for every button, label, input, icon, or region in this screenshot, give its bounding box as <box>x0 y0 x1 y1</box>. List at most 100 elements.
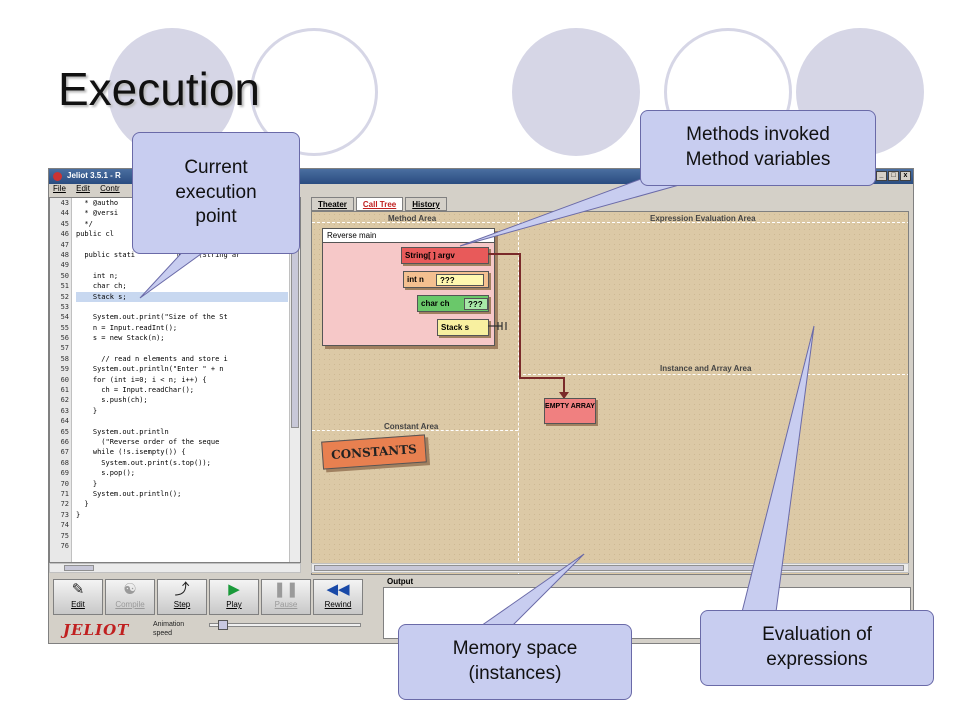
edit-label: Edit <box>71 600 85 609</box>
play-label: Play <box>226 600 242 609</box>
instance-area-label: Instance and Array Area <box>660 364 752 373</box>
minimize-button[interactable]: _ <box>876 171 887 181</box>
decor-circle <box>512 28 640 156</box>
current-code-line: Stack s; <box>76 291 288 302</box>
code-line: System.out.println(); <box>76 489 182 498</box>
tab-history[interactable]: History <box>405 197 447 211</box>
callout-methods-invoked: Methods invoked Method variables <box>640 110 876 186</box>
code-area[interactable]: * @autho * @versi */public cl public sta… <box>76 198 288 562</box>
line-number: 52 <box>60 292 69 301</box>
animation-speed-slider[interactable] <box>209 620 361 630</box>
variable-ch: char ch ??? <box>417 295 489 312</box>
area-divider-vertical <box>518 212 519 574</box>
scroll-thumb[interactable] <box>64 565 94 571</box>
variable-name: String[ ] argv <box>405 251 455 260</box>
window-controls: _ □ x <box>876 171 911 181</box>
code-line: System.out.println("Enter " + n <box>76 365 224 374</box>
code-line: s = new Stack(n); <box>76 334 165 343</box>
line-number: 43 <box>60 199 69 207</box>
slide-title: Execution <box>58 63 261 115</box>
code-line: public cl <box>76 230 114 239</box>
line-number: 45 <box>60 219 69 228</box>
code-line: } <box>76 500 89 509</box>
line-number: 55 <box>60 323 69 332</box>
edit-icon: ✎ <box>71 581 85 598</box>
line-number: 65 <box>60 427 69 436</box>
reference-arrow <box>488 253 569 399</box>
line-number: 68 <box>60 458 69 467</box>
line-number: 66 <box>60 437 69 446</box>
control-toolbar: ✎ Edit ☯ Compile ⤴ Step ▶ Play ❚❚ Pause … <box>49 577 367 617</box>
method-frame: Reverse main String[ ] argv int n ??? ch… <box>322 228 495 346</box>
menu-file[interactable]: File <box>53 184 66 193</box>
variable-value: ??? <box>436 274 484 286</box>
code-line: } <box>76 406 98 415</box>
code-line: * @autho <box>76 199 119 207</box>
variable-name: char ch <box>421 299 450 308</box>
window-title: Jeliot 3.5.1 - R <box>67 171 121 180</box>
edit-button[interactable]: ✎ Edit <box>53 579 103 615</box>
rewind-icon: ◀◀ <box>326 581 350 598</box>
code-line: ("Reverse order of the seque <box>76 437 220 446</box>
code-line: s.push(ch); <box>76 396 148 405</box>
expression-area-label: Expression Evaluation Area <box>650 214 756 223</box>
line-number: 44 <box>60 209 69 218</box>
line-number: 60 <box>60 375 69 384</box>
line-number: 50 <box>60 271 69 280</box>
tab-theater[interactable]: Theater <box>311 197 354 211</box>
method-area-label: Method Area <box>388 214 437 223</box>
rewind-label: Rewind <box>324 600 352 609</box>
line-number: 72 <box>60 500 69 509</box>
line-number: 74 <box>60 521 69 530</box>
callout-text: Evaluation of expressions <box>762 624 872 670</box>
menu-edit[interactable]: Edit <box>76 184 90 193</box>
maximize-button[interactable]: □ <box>888 171 899 181</box>
step-button[interactable]: ⤴ Step <box>157 579 207 615</box>
code-line: ch = Input.readChar(); <box>76 386 195 395</box>
code-line: char ch; <box>76 282 127 291</box>
callout-text: Current execution point <box>175 156 257 228</box>
pause-button[interactable]: ❚❚ Pause <box>261 579 311 615</box>
line-number: 73 <box>60 510 69 519</box>
line-number: 53 <box>60 302 69 311</box>
line-number: 63 <box>60 406 69 415</box>
line-number: 51 <box>60 282 69 291</box>
compile-button[interactable]: ☯ Compile <box>105 579 155 615</box>
slider-thumb[interactable] <box>218 620 229 630</box>
code-line: System.out.println <box>76 427 169 436</box>
variable-s: Stack s <box>437 319 489 336</box>
variable-argv: String[ ] argv <box>401 247 489 264</box>
code-line: int n; <box>76 271 119 280</box>
area-divider <box>518 374 908 375</box>
code-line: for (int i=0; i < n; i++) { <box>76 375 207 384</box>
jeliot-window: Jeliot 3.5.1 - R _ □ x File Edit Contr 4… <box>48 168 914 644</box>
code-line: System.out.print("Size of the St <box>76 313 228 322</box>
theater-canvas: Method Area Expression Evaluation Area I… <box>311 211 909 575</box>
play-button[interactable]: ▶ Play <box>209 579 259 615</box>
menu-control[interactable]: Contr <box>100 184 120 193</box>
scroll-thumb[interactable] <box>314 565 904 571</box>
close-button[interactable]: x <box>900 171 911 181</box>
line-number: 62 <box>60 396 69 405</box>
theater-horizontal-scrollbar[interactable] <box>311 563 909 573</box>
code-line: System.out.print(s.top()); <box>76 458 211 467</box>
callout-evaluation: Evaluation of expressions <box>700 610 934 686</box>
line-number: 54 <box>60 313 69 322</box>
rewind-button[interactable]: ◀◀ Rewind <box>313 579 363 615</box>
output-label: Output <box>387 577 414 586</box>
line-number: 49 <box>60 261 69 270</box>
line-number: 56 <box>60 334 69 343</box>
animation-speed-label: Animation speed <box>153 621 185 637</box>
code-line: // read n elements and store i <box>76 354 228 363</box>
line-number: 58 <box>60 354 69 363</box>
code-line: while (!s.isempty()) { <box>76 448 186 457</box>
editor-horizontal-scrollbar[interactable] <box>49 563 301 573</box>
code-line: n = Input.readInt(); <box>76 323 178 332</box>
constant-area-label: Constant Area <box>384 422 439 431</box>
line-number: 69 <box>60 469 69 478</box>
tab-call-tree[interactable]: Call Tree <box>355 197 404 211</box>
line-number: 61 <box>60 386 69 395</box>
play-icon: ▶ <box>228 581 240 598</box>
